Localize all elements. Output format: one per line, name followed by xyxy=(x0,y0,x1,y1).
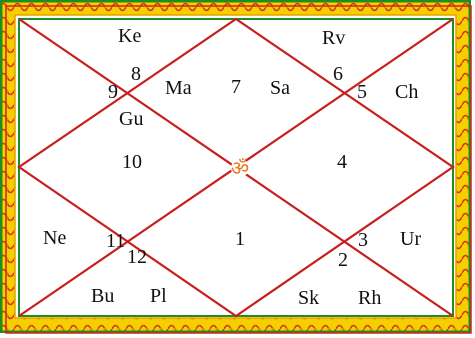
planet-pl: Pl xyxy=(150,285,167,307)
house-number-5: 5 xyxy=(357,81,367,103)
house-number-12: 12 xyxy=(127,246,147,268)
house-number-1: 1 xyxy=(235,228,245,250)
house-number-2: 2 xyxy=(338,249,348,271)
planet-ke: Ke xyxy=(118,25,141,47)
house-number-10: 10 xyxy=(122,151,142,173)
house-number-7: 7 xyxy=(231,76,241,98)
house-number-4: 4 xyxy=(337,151,347,173)
om-glyph: ॐ xyxy=(231,156,249,180)
planet-ur: Ur xyxy=(400,228,421,250)
house-number-9: 9 xyxy=(108,81,118,103)
house-number-6: 6 xyxy=(333,63,343,85)
house-number-11: 11 xyxy=(106,230,125,252)
om-symbol: ॐ xyxy=(231,156,249,180)
house-number-3: 3 xyxy=(358,229,368,251)
planet-gu: Gu xyxy=(119,108,143,130)
house-number-8: 8 xyxy=(131,63,141,85)
planet-sa: Sa xyxy=(270,77,290,99)
planet-ch: Ch xyxy=(395,81,418,103)
planet-sk: Sk xyxy=(298,287,319,309)
planet-bu: Bu xyxy=(91,285,114,307)
planet-ma: Ma xyxy=(165,77,192,99)
planet-rv: Rv xyxy=(322,27,345,49)
planet-rh: Rh xyxy=(358,287,381,309)
planet-ne: Ne xyxy=(43,227,66,249)
